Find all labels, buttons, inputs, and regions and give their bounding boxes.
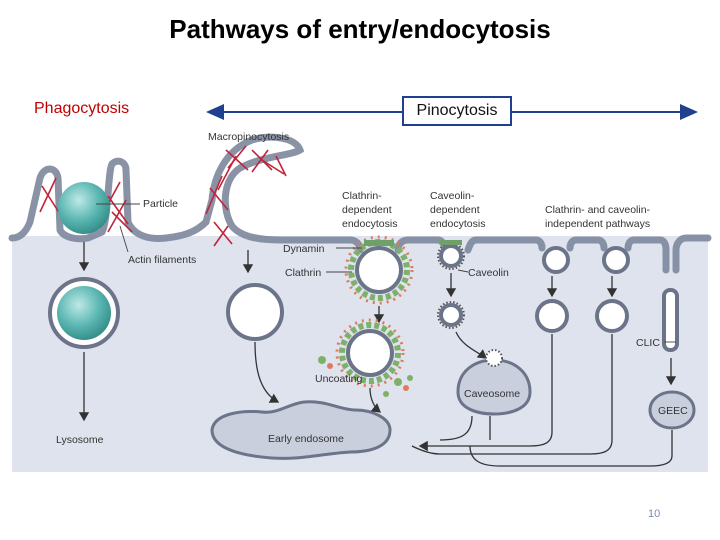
label-caveolin: Caveolin [468,267,509,279]
label-clathrin-dep-2: dependent [342,204,392,216]
label-clic: CLIC [636,337,660,349]
independent-vesicle-1 [542,246,570,274]
clathrin-coated-vesicle [335,318,405,388]
label-caveosome: Caveosome [464,388,520,400]
macropinosome [226,283,284,341]
label-macropinocytosis: Macropinocytosis [208,131,289,143]
label-geec: GEEC [658,405,688,417]
slide-title: Pathways of entry/endocytosis [169,14,551,44]
label-uncoating: Uncoating [315,373,362,385]
label-clathrin-dep-1: Clathrin- [342,190,382,202]
caveolar-vesicle [437,301,465,329]
pinocytosis-label: Pinocytosis [402,96,512,126]
caveosome [456,349,532,416]
early-endosome [210,400,392,460]
phagosome-particle [57,286,111,340]
particle [58,182,110,234]
clathrin-coated-pit [344,235,414,305]
independent-vesicle-2 [602,246,630,274]
label-actin-filaments: Actin filaments [128,254,196,266]
label-caveolin-dep-2: dependent [430,204,480,216]
label-lysosome: Lysosome [56,434,104,446]
independent-vesicle-3 [535,299,569,333]
label-independent-1: Clathrin- and caveolin- [545,204,651,216]
geec [648,390,696,430]
label-dynamin: Dynamin [283,243,325,255]
page-number: 10 [648,508,661,520]
label-clathrin-dep-3: endocytosis [342,218,397,230]
label-early-endosome: Early endosome [268,433,344,445]
independent-vesicle-4 [595,299,629,333]
label-leaders [96,203,676,343]
label-clathrin: Clathrin [285,267,321,279]
label-particle: Particle [143,198,178,210]
label-independent-2: independent pathways [545,218,650,230]
actin-filaments [39,145,287,247]
label-caveolin-dep-3: endocytosis [430,218,485,230]
plasma-membrane [8,133,712,274]
caveola [437,240,465,270]
phagocytosis-label: Phagocytosis [34,100,130,117]
label-caveolin-dep-1: Caveolin- [430,190,475,202]
clic-tubule [662,288,679,352]
pathway-arrows [411,334,673,467]
uncoating-fragments [318,356,413,397]
